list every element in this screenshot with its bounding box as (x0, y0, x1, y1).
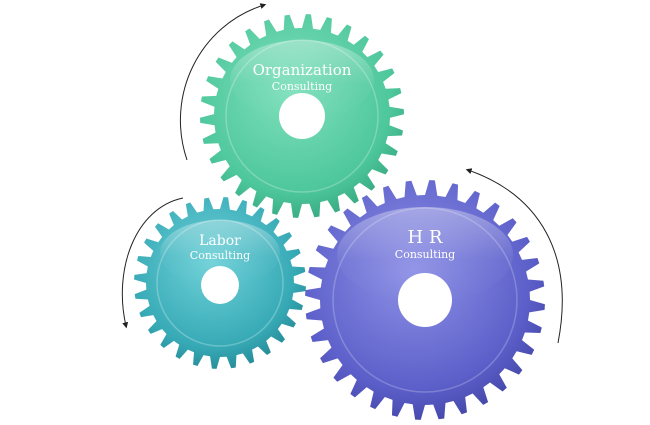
organization-gear-title: Organization (253, 61, 352, 79)
hr-gear-subtitle: Consulting (395, 248, 455, 261)
labor-rotation-arrow (121, 197, 184, 329)
hr-gear-shine (337, 207, 513, 303)
hr-gear-hole (398, 273, 452, 327)
hr-rotation-arrow (465, 168, 563, 344)
labor-gear-subtitle: Consulting (190, 249, 250, 262)
labor-gear-title: Labor (199, 233, 241, 249)
organization-gear-subtitle: Consulting (272, 80, 332, 93)
labor-gear: Labor Consulting (134, 197, 306, 369)
labor-gear-hole (201, 266, 239, 304)
organization-gear-shine (230, 40, 374, 120)
organization-rotation-arrow (179, 3, 267, 161)
labor-gear-shine (160, 220, 280, 286)
organization-gear-hole (279, 93, 325, 139)
hr-gear: H R Consulting (305, 180, 545, 420)
organization-gear: Organization Consulting (200, 14, 404, 218)
hr-gear-title: H R (408, 227, 443, 248)
